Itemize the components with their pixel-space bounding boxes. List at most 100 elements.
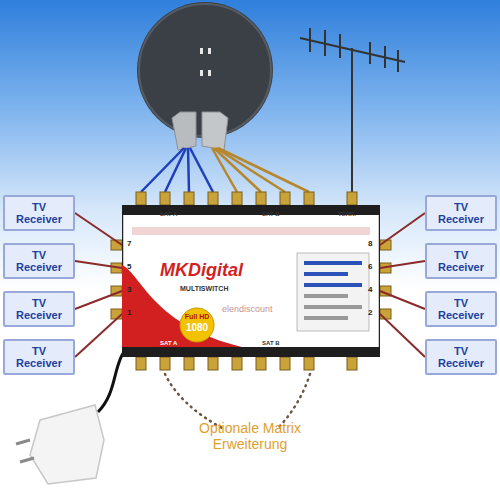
plug-pin <box>16 440 30 444</box>
f-connector <box>136 357 146 370</box>
f-connectors <box>111 192 391 370</box>
port-number: 5 <box>127 262 137 271</box>
f-connector <box>347 357 357 370</box>
expansion-leaders <box>165 374 310 428</box>
port-number: 2 <box>368 308 378 317</box>
lnb <box>202 112 228 150</box>
expansion-note: Optionale Matrix Erweiterung <box>195 420 305 452</box>
receiver-cable <box>75 261 122 268</box>
sat-cable <box>216 148 285 192</box>
sat-cable <box>188 148 189 192</box>
f-connector <box>111 286 122 296</box>
f-connector <box>232 192 242 205</box>
sat-cable <box>141 148 184 192</box>
input-label: SAT B <box>262 211 302 218</box>
device-label: TV Receiver <box>430 249 492 273</box>
dish-bolt <box>208 70 211 76</box>
dish-bolt <box>208 48 211 54</box>
f-connector <box>160 357 170 370</box>
f-connector <box>280 192 290 205</box>
port-number: 7 <box>127 239 137 248</box>
sat-cable <box>214 148 261 192</box>
sat-cables <box>141 148 309 192</box>
satellite-dish <box>137 2 273 150</box>
f-connector <box>380 286 391 296</box>
device-text: Full HD <box>175 313 219 321</box>
receiver-cable <box>75 291 122 309</box>
dish-bolt <box>200 70 203 76</box>
f-connector <box>380 240 391 250</box>
receiver-cable <box>380 314 425 357</box>
spec-line <box>304 294 348 298</box>
device-label: TV Receiver <box>8 297 70 321</box>
receiver-cable <box>75 213 122 245</box>
tv-receiver-box: TV Receiver <box>425 243 497 279</box>
port-number: 4 <box>368 285 378 294</box>
antenna-element <box>384 46 386 68</box>
device-label: TV Receiver <box>430 345 492 369</box>
port-number: 8 <box>368 239 378 248</box>
bottom-rail <box>122 347 380 357</box>
device-text: MULTISWITCH <box>180 285 270 293</box>
tv-receiver-box: TV Receiver <box>425 195 497 231</box>
output-label: SAT B <box>262 340 302 347</box>
f-connector <box>111 240 122 250</box>
spec-line <box>304 316 348 320</box>
tv-receiver-box: TV Receiver <box>3 291 75 327</box>
f-connector <box>380 309 391 319</box>
f-connector <box>304 192 314 205</box>
f-connector <box>232 357 242 370</box>
device-text: 1080 <box>175 322 219 333</box>
device-label: TV Receiver <box>8 345 70 369</box>
device-label: TV Receiver <box>430 297 492 321</box>
tv-receiver-box: TV Receiver <box>425 291 497 327</box>
sat-cable <box>165 148 186 192</box>
device-label: TV Receiver <box>8 201 70 225</box>
receiver-cable <box>380 213 425 245</box>
f-connector <box>111 309 122 319</box>
antenna-element <box>339 34 341 58</box>
tv-receiver-box: TV Receiver <box>425 339 497 375</box>
port-number: 6 <box>368 262 378 271</box>
plug-pin <box>20 458 34 462</box>
f-connector <box>160 192 170 205</box>
port-number: 3 <box>127 285 137 294</box>
tv-receiver-box: TV Receiver <box>3 243 75 279</box>
lnb <box>172 112 196 150</box>
sat-cable <box>190 148 213 192</box>
tv-receiver-box: TV Receiver <box>3 195 75 231</box>
f-connector <box>380 263 391 273</box>
dotted-leader <box>278 374 310 428</box>
multiswitch-box: MKDigitalMULTISWITCH Full HD1080 <box>122 205 380 357</box>
antenna-element <box>309 28 311 52</box>
f-connector <box>184 192 194 205</box>
f-connector <box>136 192 146 205</box>
spec-line <box>304 261 362 265</box>
receiver-cable <box>380 291 425 309</box>
device-label: TV Receiver <box>8 249 70 273</box>
dotted-leader <box>165 374 222 428</box>
spec-line <box>304 272 348 276</box>
device-label: TV Receiver <box>430 201 492 225</box>
brand-logo: MKDigital <box>160 261 280 281</box>
red-band <box>132 227 370 235</box>
input-label: TERR. <box>338 211 374 218</box>
dish-bolt <box>200 48 203 54</box>
watermark: elendiscount <box>222 304 302 314</box>
housing <box>123 206 380 357</box>
f-connector <box>347 192 357 205</box>
receiver-cable <box>380 261 425 268</box>
terrestrial-antenna <box>300 28 405 192</box>
receiver-cable <box>75 314 122 357</box>
f-connector <box>111 263 122 273</box>
antenna-mast <box>351 48 353 192</box>
f-connector <box>280 357 290 370</box>
spec-line <box>304 283 362 287</box>
spec-panel <box>297 253 369 331</box>
f-connector <box>256 192 266 205</box>
input-label: SAT A <box>160 211 200 218</box>
multiswitch-body <box>122 205 380 357</box>
output-label: SAT A <box>160 340 200 347</box>
f-connector <box>256 357 266 370</box>
